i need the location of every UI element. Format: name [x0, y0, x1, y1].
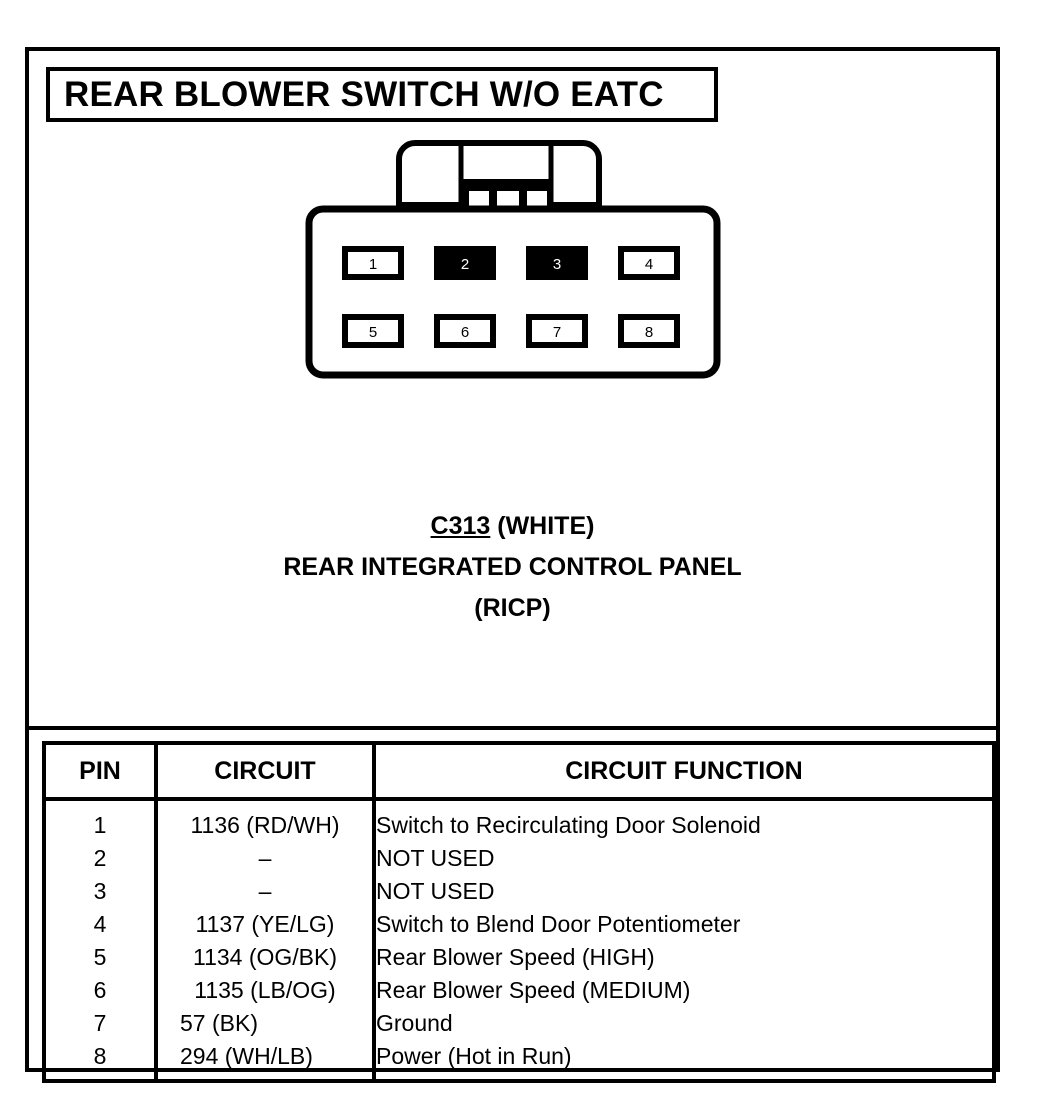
- pin-number-1: 1: [368, 256, 376, 273]
- cell-pin-number: 4: [42, 908, 158, 941]
- pin-cavity-5: [341, 314, 404, 348]
- pin-number-3: 3: [552, 256, 560, 273]
- cell-circuit-function: Ground: [372, 1007, 996, 1040]
- connector-illustration: 1 2 3 4 5 6 7 8: [29, 131, 996, 471]
- connector-c313-svg: 1 2 3 4 5 6 7 8: [305, 140, 720, 379]
- cell-circuit-function: Power (Hot in Run): [372, 1040, 996, 1083]
- section-divider: [29, 726, 996, 730]
- cell-circuit: 1134 (OG/BK): [154, 941, 376, 974]
- pin-number-5: 5: [368, 324, 376, 341]
- connector-code: C313: [430, 512, 491, 540]
- header-circuit: CIRCUIT: [154, 741, 376, 801]
- table-row: 3–NOT USED: [42, 875, 996, 908]
- pin-cavity-3: [525, 246, 588, 280]
- cell-circuit-function: Switch to Blend Door Potentiometer: [372, 908, 996, 941]
- cell-pin-number: 8: [42, 1040, 158, 1083]
- header-circuit-function: CIRCUIT FUNCTION: [372, 741, 996, 801]
- cell-pin-number: 6: [42, 974, 158, 1007]
- cell-circuit: –: [154, 875, 376, 908]
- cell-circuit-function: Rear Blower Speed (MEDIUM): [372, 974, 996, 1007]
- cell-pin-number: 7: [42, 1007, 158, 1040]
- cell-circuit: –: [154, 842, 376, 875]
- cell-circuit: 294 (WH/LB): [154, 1040, 376, 1083]
- cell-pin-number: 3: [42, 875, 158, 908]
- connector-body: [305, 205, 720, 379]
- pin-number-7: 7: [552, 324, 560, 341]
- pin-number-2: 2: [460, 256, 468, 273]
- table-header: PIN CIRCUIT CIRCUIT FUNCTION: [42, 741, 996, 801]
- cell-circuit: 57 (BK): [154, 1007, 376, 1040]
- pin-cavity-1: [341, 246, 404, 280]
- pin-cavity-7: [525, 314, 588, 348]
- pin-cavity-6: [433, 314, 496, 348]
- caption-line-name: REAR INTEGRATED CONTROL PANEL: [283, 553, 742, 581]
- table-header-row: PIN CIRCUIT CIRCUIT FUNCTION: [42, 741, 996, 801]
- connector-caption: C313 (WHITE) REAR INTEGRATED CONTROL PAN…: [29, 506, 996, 629]
- table-row: 2–NOT USED: [42, 842, 996, 875]
- cell-circuit: 1135 (LB/OG): [154, 974, 376, 1007]
- page-title: REAR BLOWER SWITCH W/O EATC: [64, 74, 664, 114]
- cell-circuit: 1137 (YE/LG): [154, 908, 376, 941]
- pin-cavity-2: [433, 246, 496, 280]
- pin-number-6: 6: [460, 324, 468, 341]
- cell-pin-number: 5: [42, 941, 158, 974]
- pin-number-4: 4: [644, 256, 652, 273]
- pin-number-8: 8: [644, 324, 652, 341]
- cell-circuit-function: Switch to Recirculating Door Solenoid: [372, 799, 996, 842]
- cell-circuit: 1136 (RD/WH): [154, 799, 376, 842]
- cell-circuit-function: NOT USED: [372, 875, 996, 908]
- diagram-page-frame: REAR BLOWER SWITCH W/O EATC 1 2 3: [25, 47, 1000, 1083]
- header-pin: PIN: [42, 741, 158, 801]
- page-title-box: REAR BLOWER SWITCH W/O EATC: [46, 67, 718, 122]
- pin-cavity-4: [617, 246, 680, 280]
- cell-circuit-function: Rear Blower Speed (HIGH): [372, 941, 996, 974]
- cell-circuit-function: NOT USED: [372, 842, 996, 875]
- caption-line-abbrev: (RICP): [474, 594, 551, 622]
- cell-pin-number: 1: [42, 799, 158, 842]
- pin-cavity-8: [617, 314, 680, 348]
- cell-pin-number: 2: [42, 842, 158, 875]
- connector-color: (WHITE): [490, 512, 595, 540]
- caption-line-code: C313 (WHITE): [29, 506, 996, 547]
